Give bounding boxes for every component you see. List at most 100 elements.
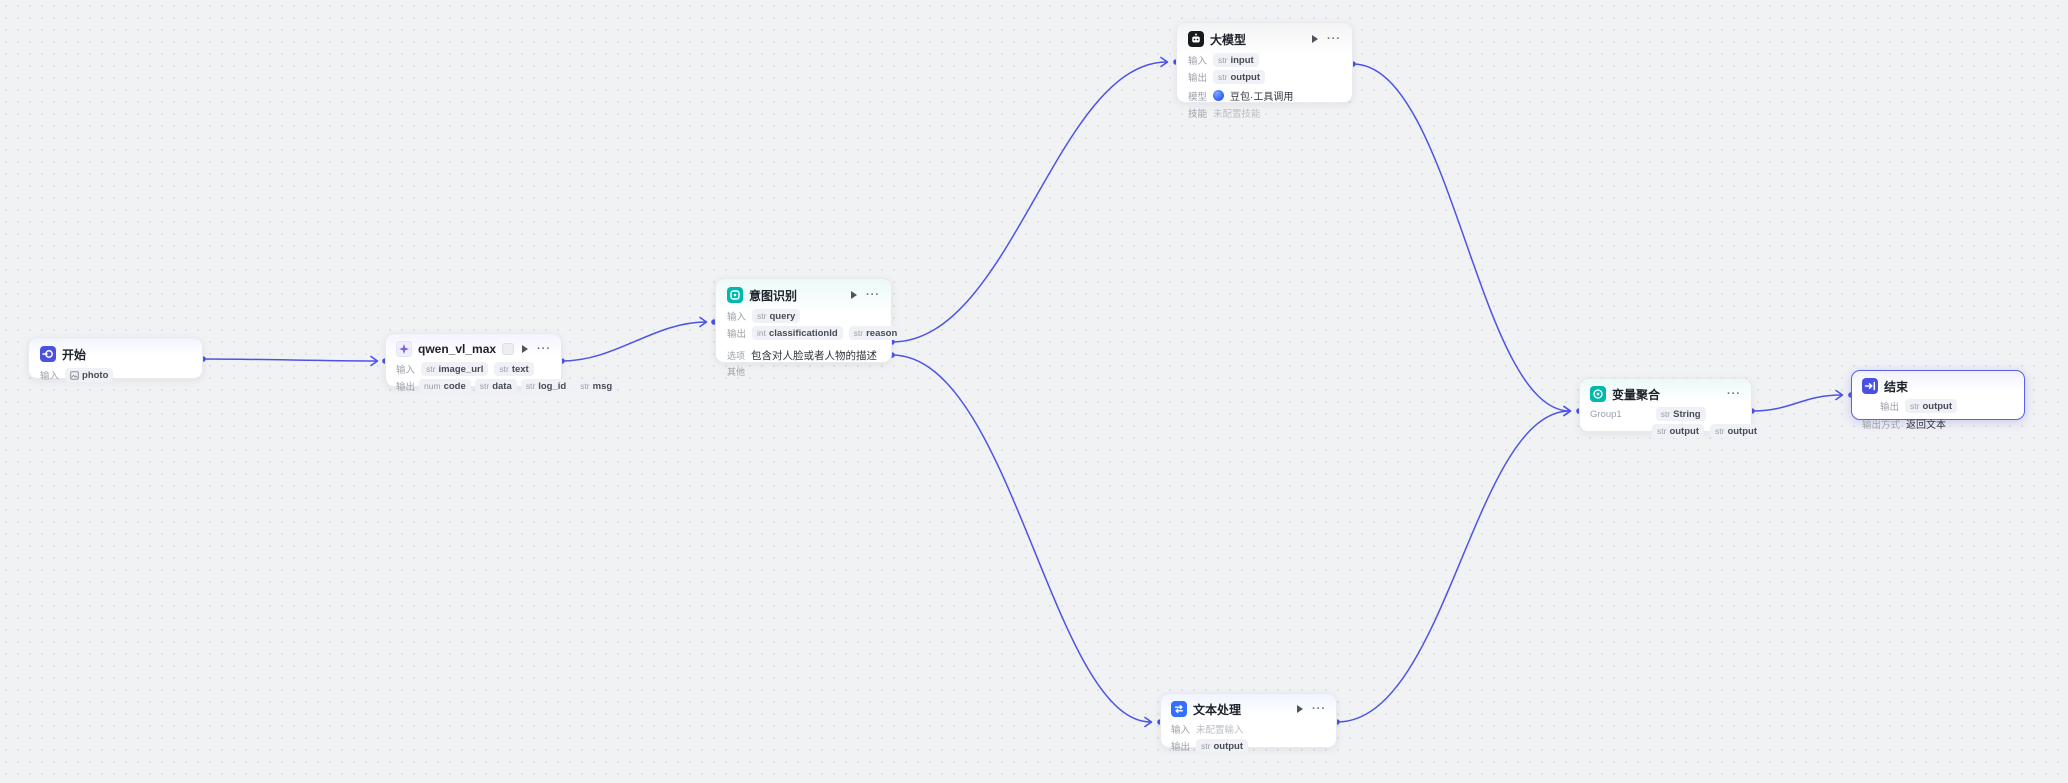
- more-menu-button[interactable]: ···: [537, 343, 551, 355]
- edge-qwen-intent: [561, 321, 707, 362]
- variable-type: str: [525, 381, 536, 391]
- variable-badge: photo: [65, 368, 114, 382]
- skill-row-label: 技能: [1188, 109, 1208, 120]
- intent-branch-row[interactable]: 其他: [727, 365, 880, 378]
- input-row-label: 输入: [396, 365, 416, 376]
- output-row-label: 输出: [1171, 742, 1191, 753]
- input-row-label: 输入: [40, 371, 60, 382]
- variable-name: reason: [866, 327, 898, 339]
- edge-start-qwen: [202, 358, 377, 362]
- variable-type: str: [757, 311, 767, 321]
- variable-name: data: [492, 380, 512, 392]
- edge-intent-text-arrowhead: [1144, 716, 1153, 728]
- variable-name: input: [1230, 54, 1254, 66]
- node-title: 开始: [62, 347, 87, 362]
- more-menu-button[interactable]: ···: [1327, 33, 1341, 45]
- group-label: Group1: [1590, 408, 1622, 420]
- variable-name: query: [769, 310, 796, 322]
- branch-label: 其他: [727, 367, 746, 377]
- variable-type: num: [424, 381, 441, 391]
- more-menu-button[interactable]: ···: [1727, 388, 1741, 400]
- node-title: 结束: [1884, 379, 1909, 394]
- run-node-button[interactable]: [851, 291, 857, 299]
- model-row-label: 模型: [1188, 91, 1208, 103]
- run-node-button[interactable]: [1312, 35, 1318, 43]
- model-name: 豆包·工具调用: [1230, 92, 1294, 103]
- branch-text: 包含对人脸或者人物的描述: [751, 350, 878, 362]
- start-icon: [40, 346, 56, 362]
- variable-type: str: [1910, 401, 1920, 411]
- llm-icon: [1188, 31, 1204, 47]
- variable-type: str: [1218, 55, 1228, 65]
- variable-type: str: [1660, 409, 1671, 419]
- skill-placeholder: 未配置技能: [1213, 109, 1261, 120]
- variable-type: int: [757, 328, 766, 338]
- variable-type: str: [580, 381, 590, 391]
- variable-type: str: [499, 364, 509, 374]
- more-menu-button[interactable]: ···: [1312, 703, 1326, 715]
- variable-name: msg: [592, 380, 613, 392]
- variable-name: classificationId: [769, 327, 838, 339]
- branch-label: 选项: [727, 351, 746, 361]
- variable-name: String: [1673, 408, 1701, 420]
- run-node-button[interactable]: [1297, 705, 1303, 713]
- more-menu-button[interactable]: ···: [866, 289, 880, 301]
- end-icon: [1862, 378, 1878, 394]
- input-row-label: 输入: [1171, 725, 1191, 736]
- variable-name: output: [1922, 400, 1953, 412]
- edge-intent-llm: [891, 61, 1168, 343]
- doubao-model-icon: [1213, 90, 1225, 101]
- variable-aggregation-icon: [1590, 386, 1606, 402]
- variable-type: str: [1657, 426, 1667, 436]
- node-start[interactable]: 开始 输入 photo: [28, 337, 203, 382]
- edge-text-agg-arrowhead: [1563, 405, 1572, 417]
- input-placeholder: 未配置输入: [1196, 725, 1244, 736]
- output-mode-value: 返回文本: [1906, 420, 1947, 431]
- edge-intent-llm-arrowhead: [1160, 56, 1169, 68]
- variable-name: text: [511, 363, 529, 375]
- edge-start-qwen-arrowhead: [370, 355, 379, 367]
- variable-type: str: [1201, 741, 1211, 751]
- variable-type: str: [1715, 426, 1725, 436]
- output-row-label: 输出: [396, 382, 416, 393]
- text-processing-icon: [1171, 701, 1187, 717]
- node-title: 文本处理: [1193, 702, 1242, 717]
- edge-agg-end-arrowhead: [1835, 389, 1844, 401]
- output-mode-label: 输出方式: [1862, 419, 1901, 431]
- edge-llm-agg-arrowhead: [1563, 405, 1572, 417]
- node-title: 大模型: [1210, 32, 1247, 47]
- input-row-label: 输入: [727, 312, 747, 323]
- run-node-button[interactable]: [522, 345, 528, 353]
- intent-branch-row[interactable]: 选项 包含对人脸或者人物的描述: [727, 348, 880, 363]
- variable-name: output: [1230, 71, 1261, 83]
- variable-name: photo: [82, 369, 109, 381]
- variable-name: output: [1213, 740, 1244, 752]
- edge-text-agg: [1336, 410, 1571, 723]
- variable-name: image_url: [438, 363, 484, 375]
- qwen-plugin-icon: [396, 341, 412, 357]
- node-title: 变量聚合: [1612, 387, 1661, 402]
- variable-name: code: [443, 380, 466, 392]
- node-title: 意图识别: [749, 288, 798, 303]
- variable-name: log_id: [538, 380, 567, 392]
- output-row-label: 输出: [1880, 402, 1900, 413]
